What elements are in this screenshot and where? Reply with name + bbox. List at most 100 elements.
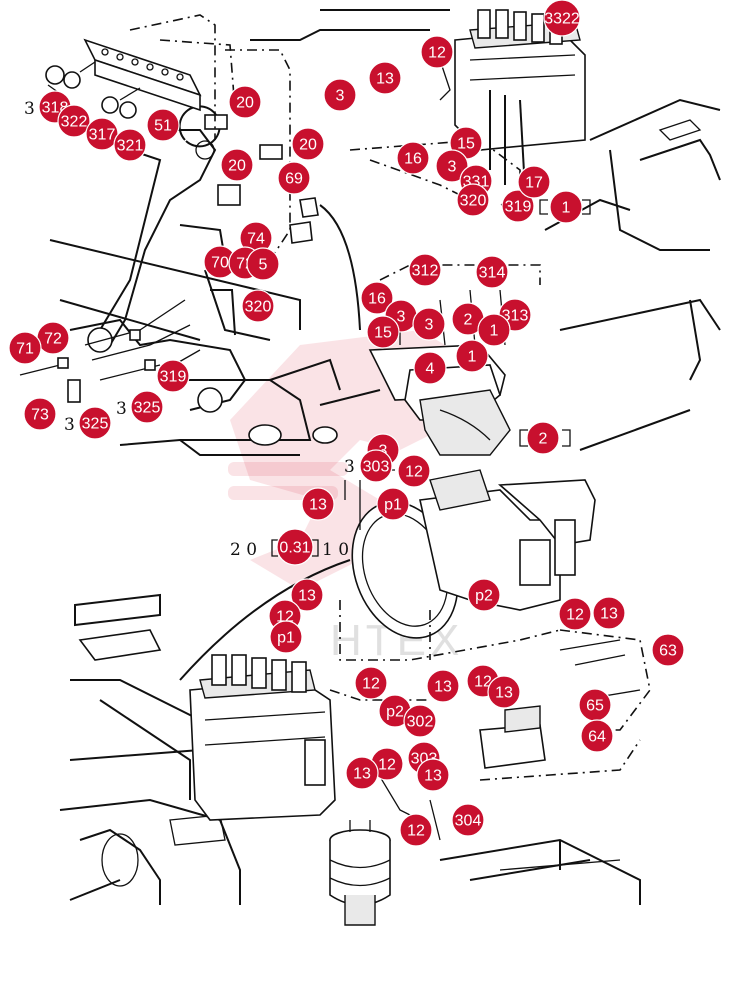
callout-badge: [592, 596, 626, 630]
callout-badge: [475, 255, 509, 289]
part-callout: 320: [241, 289, 275, 323]
callout-label: 320: [460, 193, 487, 210]
callout-badge: [413, 351, 447, 385]
callout-badge: [376, 487, 410, 521]
callout-badge: [78, 406, 112, 440]
callout-label: 13: [600, 606, 618, 623]
callout-label: 12: [362, 676, 380, 693]
part-callout: 13: [592, 596, 626, 630]
printed-number: 3: [344, 457, 355, 477]
part-callout: 12: [558, 597, 592, 631]
callout-label: p1: [384, 497, 402, 514]
part-callout: 20: [220, 148, 254, 182]
callout-badge: [228, 85, 262, 119]
callout-badge: [487, 675, 521, 709]
callout-label: 312: [412, 263, 439, 280]
callout-label: 13: [495, 685, 513, 702]
part-callout: 312: [408, 253, 442, 287]
callout-badge: [220, 148, 254, 182]
part-callout: 63: [651, 633, 685, 667]
callout-label: 13: [434, 679, 452, 696]
callout-label: 69: [285, 171, 303, 188]
callout-label: 12: [405, 464, 423, 481]
callout-label: 304: [455, 813, 482, 830]
frame-right-upper: [544, 98, 721, 451]
callout-badge: [651, 633, 685, 667]
callout-badge: [277, 161, 311, 195]
callout-badge: [291, 127, 325, 161]
part-callout: 325: [130, 390, 164, 424]
part-callout: 72: [36, 321, 70, 355]
part-callout: 321: [113, 128, 147, 162]
swing-motor: [329, 820, 391, 926]
callout-label: 1: [490, 323, 499, 340]
callout-badge: [269, 620, 303, 654]
callout-badge: [360, 281, 394, 315]
part-callout: 3322: [543, 0, 581, 37]
callout-badge: [580, 719, 614, 753]
part-callout: 15: [366, 315, 400, 349]
callout-badge: [451, 803, 485, 837]
callout-badge: [366, 315, 400, 349]
callout-badge: [456, 183, 490, 217]
callout-label: 15: [374, 325, 392, 342]
callout-label: 17: [525, 175, 543, 192]
callout-badge: [301, 487, 335, 521]
callout-label: 63: [659, 643, 677, 660]
callout-label: 314: [479, 265, 506, 282]
callout-label: 3322: [544, 11, 580, 28]
terminal-strip: [83, 38, 202, 112]
callout-label: 13: [309, 497, 327, 514]
part-callout: 64: [580, 719, 614, 753]
callout-badge: [399, 813, 433, 847]
callout-label: 20: [299, 137, 317, 154]
callout-badge: [501, 189, 535, 223]
part-callout: 1: [549, 190, 583, 224]
callout-label: 13: [424, 768, 442, 785]
callout-label: 317: [89, 127, 116, 144]
callout-label: 5: [259, 257, 268, 274]
callout-badge: [403, 704, 437, 738]
callout-label: 12: [566, 607, 584, 624]
part-callout: 314: [475, 255, 509, 289]
callout-label: 1: [562, 200, 571, 217]
part-callout: 73: [23, 397, 57, 431]
part-callout: 325: [78, 406, 112, 440]
callout-badge: [477, 313, 511, 347]
part-callout: 317: [85, 117, 119, 151]
injection-pump-bottom: [189, 654, 336, 821]
printed-number: 2 0: [230, 540, 257, 560]
part-callout: 13: [301, 487, 335, 521]
callout-badge: [156, 359, 190, 393]
part-callout: 12: [354, 666, 388, 700]
part-callout: 20: [291, 127, 325, 161]
callout-label: 16: [368, 291, 386, 308]
part-callout: 16: [396, 141, 430, 175]
callout-label: 1: [468, 349, 477, 366]
part-callout: 2: [526, 421, 560, 455]
callout-label: 74: [247, 231, 265, 248]
hydraulic-pump: [344, 469, 596, 639]
callout-label: p2: [386, 704, 404, 721]
harness-middle: [179, 559, 651, 781]
callout-badge: [345, 756, 379, 790]
part-callout: 319: [156, 359, 190, 393]
callout-label: 321: [117, 138, 144, 155]
callout-badge: [408, 253, 442, 287]
callout-label: 3: [448, 159, 457, 176]
callout-badge: [420, 35, 454, 69]
part-callout: 0.31: [276, 528, 314, 566]
printed-number: 3: [116, 399, 127, 419]
callout-label: 2: [539, 431, 548, 448]
part-callout: p1: [376, 487, 410, 521]
callout-badge: [146, 108, 180, 142]
printed-number: 1 0: [322, 540, 349, 560]
callout-label: 319: [505, 199, 532, 216]
callout-label: 12: [378, 757, 396, 774]
callout-badge: [558, 597, 592, 631]
part-callout: 304: [451, 803, 485, 837]
callout-label: 16: [404, 151, 422, 168]
callout-label: 72: [44, 331, 62, 348]
callout-label: 71: [16, 341, 34, 358]
